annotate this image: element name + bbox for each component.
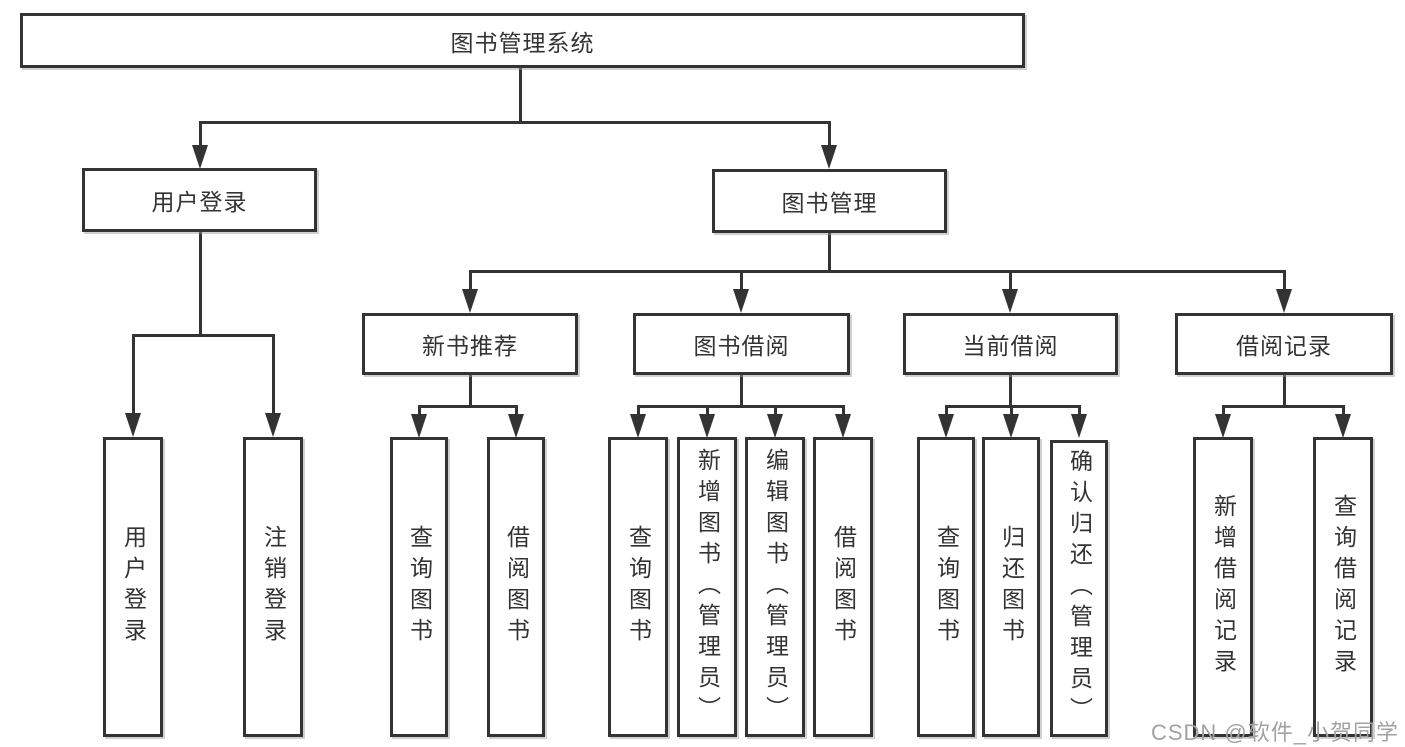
leaf-user-login: 用户登录 <box>103 437 163 737</box>
connector-newbooks-branch <box>418 405 518 408</box>
leaf-add-books-admin-label: 新增图书（管理员） <box>694 447 721 727</box>
arrow-down-icon <box>1003 414 1019 438</box>
connector-root-branch <box>199 121 831 124</box>
leaf-logout: 注销登录 <box>243 437 303 737</box>
connector-root-stem <box>519 65 522 124</box>
arrow-down-icon <box>125 413 141 437</box>
arrow-down-icon <box>508 414 524 438</box>
connector-userlogin-branch <box>132 334 275 337</box>
leaf-query-books-2-label: 查询图书 <box>625 525 652 649</box>
connector-arrow-line <box>828 121 831 149</box>
node-root-label: 图书管理系统 <box>450 29 595 56</box>
leaf-user-login-label: 用户登录 <box>120 525 147 649</box>
leaf-query-books-1-label: 查询图书 <box>406 525 433 649</box>
arrow-down-icon <box>411 414 427 438</box>
connector-arrow-line <box>1078 405 1081 419</box>
arrow-down-icon <box>1215 414 1231 438</box>
arrow-down-icon <box>630 414 646 438</box>
connector-arrow-line <box>469 270 472 293</box>
leaf-borrow-books-2: 借阅图书 <box>813 437 873 737</box>
connector-arrow-line <box>199 121 202 149</box>
arrow-down-icon <box>767 414 783 438</box>
leaf-borrow-books-2-label: 借阅图书 <box>830 525 857 649</box>
node-new-book-recommend: 新书推荐 <box>362 313 578 375</box>
connector-bookborrow-branch <box>637 405 845 408</box>
leaf-query-books-3-label: 查询图书 <box>933 525 960 649</box>
leaf-query-borrow-record-label: 查询借阅记录 <box>1330 494 1357 680</box>
connector-arrow-line <box>1283 270 1286 293</box>
node-book-management: 图书管理 <box>712 169 947 233</box>
arrow-down-icon <box>733 289 749 313</box>
node-user-login: 用户登录 <box>82 168 317 232</box>
arrow-down-icon <box>1276 289 1292 313</box>
connector-arrow-line <box>740 270 743 293</box>
connector-arrow-line <box>272 334 275 416</box>
arrow-down-icon <box>699 414 715 438</box>
connector-arrow-line <box>1342 405 1345 419</box>
node-current-borrow: 当前借阅 <box>903 313 1118 375</box>
arrow-down-icon <box>265 413 281 437</box>
connector-records-branch <box>1222 405 1345 408</box>
connector-bookborrow-stem <box>740 375 743 408</box>
connector-arrow-line <box>945 405 948 419</box>
leaf-add-borrow-record: 新增借阅记录 <box>1193 437 1253 737</box>
leaf-query-books-3: 查询图书 <box>917 437 975 737</box>
node-borrow-records-label: 借阅记录 <box>1236 333 1332 359</box>
node-new-book-recommend-label: 新书推荐 <box>422 333 518 359</box>
leaf-borrow-books-1-label: 借阅图书 <box>503 525 530 649</box>
node-root: 图书管理系统 <box>20 13 1025 68</box>
arrow-down-icon <box>1335 414 1351 438</box>
arrow-down-icon <box>835 414 851 438</box>
arrow-down-icon <box>192 145 208 169</box>
arrow-down-icon <box>1071 414 1087 438</box>
connector-currentborrow-branch <box>945 405 1081 408</box>
leaf-query-books-2: 查询图书 <box>608 437 668 737</box>
connector-userlogin-stem <box>199 232 202 337</box>
connector-arrow-line <box>842 405 845 419</box>
connector-arrow-line <box>637 405 640 419</box>
leaf-query-books-1: 查询图书 <box>390 437 448 737</box>
arrow-down-icon <box>1002 289 1018 313</box>
leaf-add-books-admin: 新增图书（管理员） <box>677 437 737 737</box>
connector-arrow-line <box>774 405 777 419</box>
connector-arrow-line <box>706 405 709 419</box>
connector-arrow-line <box>418 405 421 419</box>
connector-records-stem <box>1283 375 1286 408</box>
connector-bookmgmt-stem <box>828 233 831 273</box>
leaf-confirm-return-admin-label: 确认归还（管理员） <box>1066 449 1093 728</box>
node-borrow-records: 借阅记录 <box>1175 313 1393 375</box>
leaf-edit-books-admin: 编辑图书（管理员） <box>745 437 805 737</box>
arrow-down-icon <box>821 145 837 169</box>
leaf-borrow-books-1: 借阅图书 <box>487 437 545 737</box>
connector-arrow-line <box>515 405 518 419</box>
node-book-management-label: 图书管理 <box>781 190 878 216</box>
arrow-down-icon <box>462 289 478 313</box>
csdn-watermark: CSDN @软件_小贺同学 <box>1150 720 1399 745</box>
connector-currentborrow-stem <box>1009 375 1012 408</box>
connector-arrow-line <box>1222 405 1225 419</box>
leaf-return-books-label: 归还图书 <box>998 525 1025 649</box>
leaf-query-borrow-record: 查询借阅记录 <box>1313 437 1373 737</box>
leaf-confirm-return-admin: 确认归还（管理员） <box>1050 440 1108 737</box>
connector-arrow-line <box>1009 270 1012 293</box>
connector-arrow-line <box>132 334 135 416</box>
node-book-borrow: 图书借阅 <box>633 313 850 375</box>
connector-newbooks-stem <box>469 375 472 408</box>
leaf-add-borrow-record-label: 新增借阅记录 <box>1210 494 1237 680</box>
connector-bookmgmt-branch <box>469 270 1286 273</box>
node-user-login-label: 用户登录 <box>151 189 248 215</box>
node-book-borrow-label: 图书借阅 <box>693 333 790 359</box>
arrow-down-icon <box>938 414 954 438</box>
leaf-logout-label: 注销登录 <box>260 525 287 649</box>
leaf-return-books: 归还图书 <box>982 437 1040 737</box>
node-current-borrow-label: 当前借阅 <box>962 333 1059 359</box>
leaf-edit-books-admin-label: 编辑图书（管理员） <box>762 447 789 727</box>
connector-arrow-line <box>1010 405 1013 419</box>
